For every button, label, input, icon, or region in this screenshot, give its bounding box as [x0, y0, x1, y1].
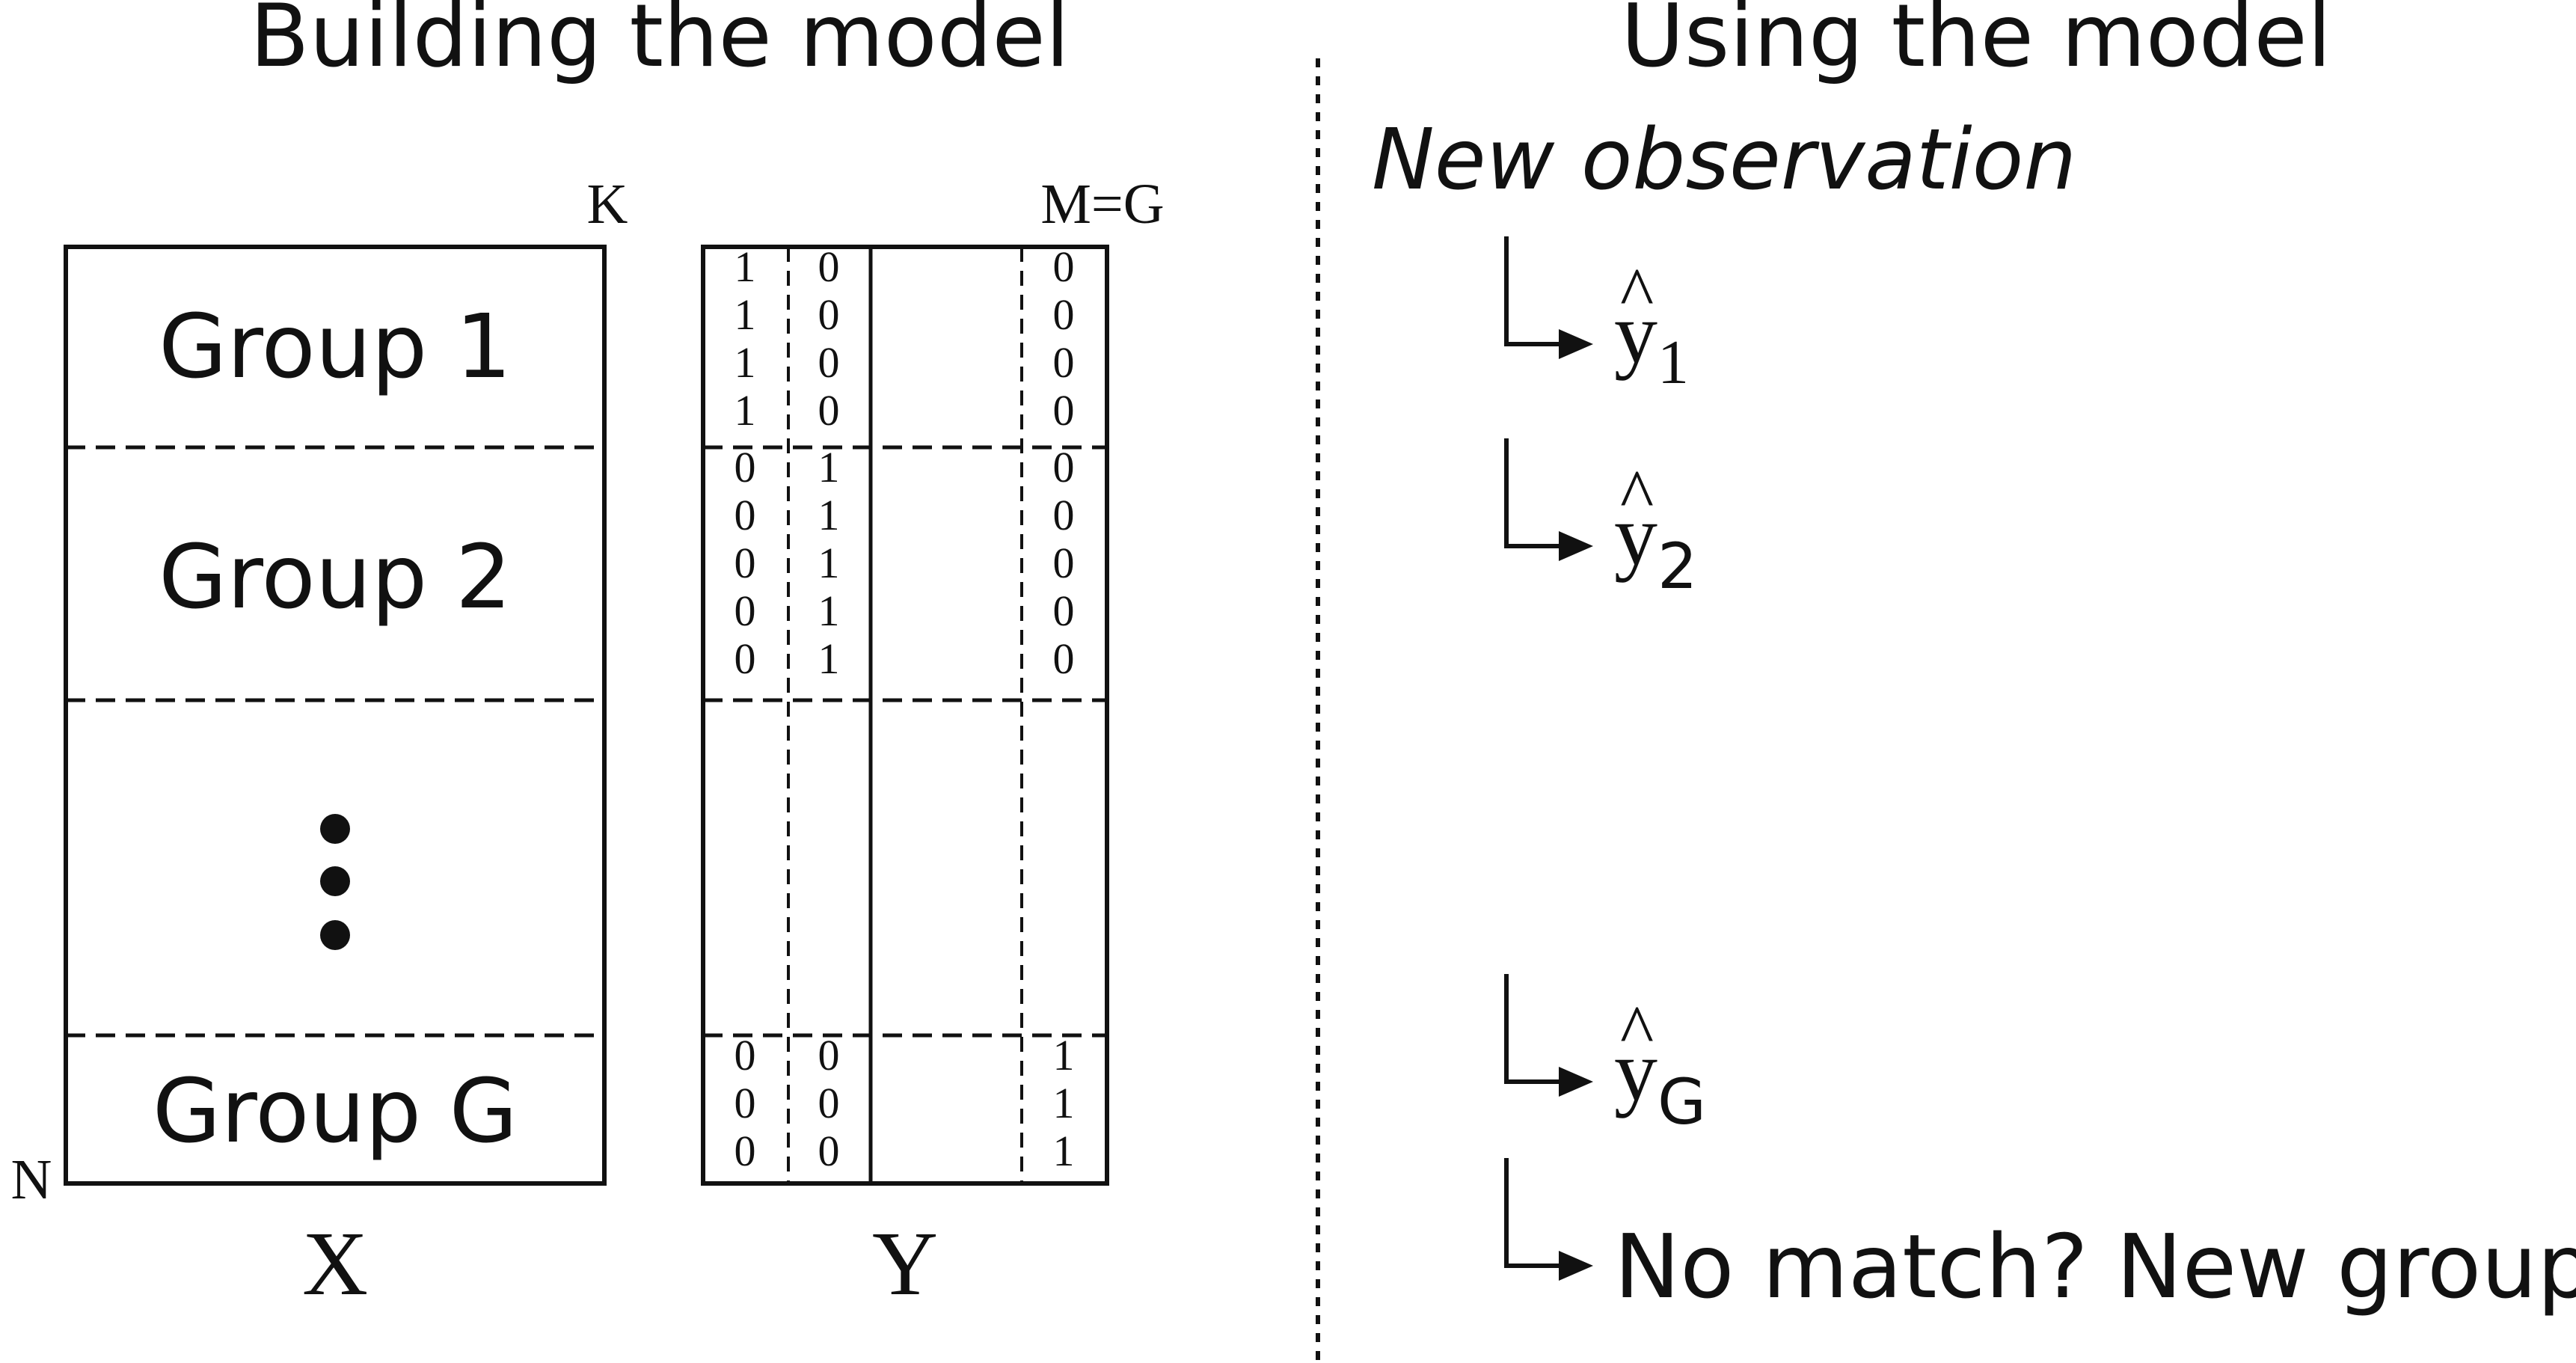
y-cell-value: 0 [735, 634, 756, 683]
y-cell-value: 0 [735, 1079, 756, 1127]
y-cell-value: 0 [735, 539, 756, 587]
y-cell-value: 1 [1053, 1079, 1075, 1127]
arrow-to-y1 [1504, 236, 1562, 346]
y-hat-base: y [1614, 1023, 1657, 1119]
x-matrix: Group 1 Group 2 Group G K N X [11, 173, 628, 1314]
ellipsis-dot [320, 866, 350, 896]
arrow-to-yG [1504, 974, 1562, 1084]
y-hat-subscript: 2 [1657, 530, 1697, 603]
y-cell-value: 0 [735, 443, 756, 491]
y-cell-value: 1 [818, 634, 840, 683]
y-cell-value: 0 [735, 1031, 756, 1079]
y-cell-value: 1 [1053, 1031, 1075, 1079]
y-cell-value: 1 [735, 338, 756, 387]
y-hat-subscript: G [1657, 1065, 1706, 1139]
y-cell-value: 0 [818, 1031, 840, 1079]
x-group-label: Group 2 [159, 525, 512, 628]
y-cell-value: 0 [1053, 242, 1075, 291]
y-cell-value: 0 [818, 1127, 840, 1175]
y-cell-value: 0 [1053, 443, 1075, 491]
output-y2: y ^ 2 [1614, 455, 1697, 603]
y-cell-value: 1 [818, 586, 840, 635]
x-cols-label: K [587, 173, 628, 236]
y-cell-value: 0 [735, 586, 756, 635]
output-arrows [1504, 236, 1593, 1281]
y-cell-value: 0 [1053, 634, 1075, 683]
arrowhead [1559, 1067, 1593, 1097]
y-cell-value: 0 [818, 1079, 840, 1127]
y-hat-subscript: 1 [1657, 328, 1689, 397]
y-cell-value: 0 [1053, 539, 1075, 587]
y-cell-value: 1 [735, 386, 756, 435]
right-panel-title: Using the model [1621, 0, 2331, 87]
arrow-to-new-group [1504, 1158, 1562, 1268]
y-cell-value: 1 [735, 242, 756, 291]
y-cell-value: 0 [735, 491, 756, 539]
y-cols-label: M=G [1040, 173, 1164, 236]
hat-mark: ^ [1620, 253, 1654, 333]
x-group-label: Group G [153, 1059, 518, 1163]
hat-mark: ^ [1620, 990, 1654, 1071]
output-y1: y ^ 1 [1614, 253, 1689, 397]
output-yG: y ^ G [1614, 990, 1706, 1139]
y-matrix-border [701, 245, 1109, 1186]
arrowhead [1559, 329, 1593, 359]
y-hat-base: y [1614, 286, 1657, 382]
y-cell-value: 0 [1053, 586, 1075, 635]
x-group-label: Group 1 [159, 295, 512, 398]
y-cell-value: 1 [735, 290, 756, 339]
x-matrix-label: X [302, 1213, 368, 1314]
arrowhead [1559, 1251, 1593, 1281]
y-cell-value: 0 [818, 386, 840, 435]
hat-mark: ^ [1620, 455, 1654, 535]
y-cell-value: 0 [818, 290, 840, 339]
left-panel-title: Building the model [250, 0, 1070, 87]
y-cell-value: 1 [818, 443, 840, 491]
y-cell-value: 0 [735, 1127, 756, 1175]
ellipsis-dot [320, 920, 350, 950]
y-cell-value: 0 [1053, 491, 1075, 539]
y-matrix-label: Y [872, 1213, 938, 1314]
y-cell-value: 0 [818, 242, 840, 291]
new-observation-label: New observation [1372, 111, 2076, 209]
no-match-label: No match? New group! [1614, 1215, 2576, 1318]
arrow-to-y2 [1504, 438, 1562, 548]
x-rows-label: N [11, 1148, 52, 1211]
y-cell-value: 0 [1053, 338, 1075, 387]
y-hat-base: y [1614, 488, 1657, 584]
y-cell-value: 0 [1053, 386, 1075, 435]
y-cell-value: 1 [1053, 1127, 1075, 1175]
y-cell-value: 0 [1053, 290, 1075, 339]
y-cell-value: 1 [818, 491, 840, 539]
x-matrix-border [64, 245, 607, 1186]
y-cell-value: 1 [818, 539, 840, 587]
y-cell-value: 0 [818, 338, 840, 387]
arrowhead [1559, 531, 1593, 561]
ellipsis-dot [320, 814, 350, 844]
